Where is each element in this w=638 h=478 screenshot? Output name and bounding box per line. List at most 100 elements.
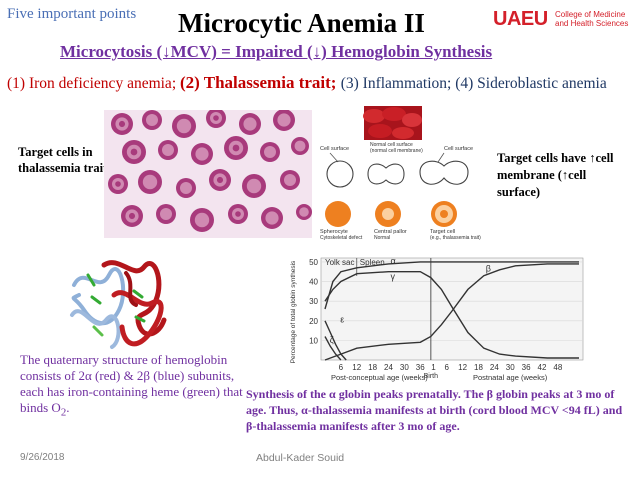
- footer-author: Abdul-Kader Souid: [256, 452, 345, 464]
- rbc-pallor: [246, 178, 262, 194]
- series-label: α: [391, 256, 396, 266]
- x-tick-label-postnatal: 18: [474, 363, 483, 372]
- target-cell-center: [232, 144, 240, 152]
- logo-mark: UAEU: [493, 8, 548, 30]
- x-tick-label-prenatal: 12: [352, 363, 361, 372]
- cause-iron-deficiency: (1) Iron deficiency anemia;: [7, 75, 180, 92]
- x-tick-label-prenatal: 18: [368, 363, 377, 372]
- rbc-pallor: [265, 211, 279, 225]
- rbc-pallor: [264, 146, 276, 158]
- target-cell-center: [235, 211, 241, 217]
- logo-line-1: College of Medicine: [555, 10, 626, 19]
- x-tick-label-prenatal: 36: [416, 363, 425, 372]
- series-label: ζ: [330, 334, 334, 344]
- rbc-pallor: [180, 182, 192, 194]
- x-tick-label-prenatal: 24: [384, 363, 393, 372]
- series-label: ε: [340, 315, 344, 325]
- uaeu-logo: UAEU College of Medicine and Health Scie…: [493, 8, 633, 34]
- target-cell-center: [115, 181, 121, 187]
- rbc-pallor: [284, 174, 296, 186]
- y-tick-label: 10: [309, 336, 318, 345]
- region-spleen: Spleen: [360, 258, 385, 267]
- rbc-pallor: [299, 207, 309, 217]
- globin-synthesis-text: Synthesis of the α globin peaks prenatal…: [246, 387, 623, 433]
- spherocyte: [325, 201, 351, 227]
- target-cell-center: [213, 115, 219, 121]
- diagram-normal-surface: Normal cell surface: [370, 142, 413, 148]
- slide-title: Microcytic Anemia II: [178, 8, 425, 38]
- diagram-normal: Normal: [374, 235, 390, 241]
- target-cell-outline: [419, 160, 469, 185]
- x-tick-label-postnatal: 48: [553, 363, 562, 372]
- x-tick-label-postnatal: 1: [431, 363, 436, 372]
- target-cells-right-label: Target cells have ↑cell membrane (↑cell …: [497, 151, 614, 199]
- x-tick-label-prenatal: 30: [400, 363, 409, 372]
- diagram-spherocyte-note: Cytoskeletal defect: [320, 235, 363, 241]
- series-label: γ: [391, 272, 396, 282]
- rbc-pallor: [194, 212, 210, 228]
- rbc-pallor: [195, 147, 209, 161]
- logo-text: College of Medicine and Health Sciences: [555, 10, 633, 28]
- rbc-pallor: [277, 113, 291, 127]
- normal-cell-outline: [367, 163, 405, 185]
- rbc-pallor: [142, 174, 158, 190]
- chart-x-label-prenatal: Post-conceptual age (weeks): [331, 373, 428, 382]
- rbc-pallor: [146, 114, 158, 126]
- rbc-photo: [363, 106, 422, 140]
- cause-thalassemia: (2) Thalassemia trait;: [180, 73, 341, 92]
- quaternary-subscript: 2: [60, 406, 67, 419]
- region-yolk-sac: Yolk sac: [325, 258, 355, 267]
- series-line: [324, 261, 579, 310]
- diagram-target-cell: Target cell: [430, 229, 455, 235]
- rbc-pallor: [162, 144, 174, 156]
- rbc-pallor: [160, 208, 172, 220]
- x-tick-label-postnatal: 24: [490, 363, 499, 372]
- rbc-pallor: [294, 140, 306, 152]
- logo-line-2: and Health Sciences: [555, 19, 629, 28]
- diagram-spherocyte: Spherocyte: [320, 229, 348, 235]
- corner-label: Five important points: [7, 6, 137, 22]
- x-tick-label-postnatal: 12: [458, 363, 467, 372]
- slide-subtitle: Microcytosis (↓MCV) = Impaired (↓) Hemog…: [60, 42, 493, 61]
- chart-x-label-postnatal: Postnatal age (weeks): [473, 373, 548, 382]
- series-line: [324, 336, 342, 361]
- x-tick-label-postnatal: 30: [506, 363, 515, 372]
- y-tick-label: 20: [309, 317, 318, 326]
- target-cell-center: [216, 176, 224, 184]
- footer-date: 9/26/2018: [20, 452, 65, 463]
- diagram-cell-surface-2: Cell surface: [444, 146, 473, 152]
- quaternary-end: .: [66, 400, 70, 415]
- diagram-cell-surface-1: Cell surface: [320, 146, 349, 152]
- series-line: [324, 320, 347, 361]
- rbc-pallor: [176, 118, 192, 134]
- target-cells-left-label: Target cells in thalassemia trait: [18, 145, 108, 175]
- target-cell-center: [128, 212, 136, 220]
- cell-surface-diagram: Cell surface Normal cell surface (normal…: [316, 106, 494, 242]
- chart-birth-label: Birth: [424, 373, 439, 380]
- series-label: β: [486, 264, 491, 274]
- causes-list: (1) Iron deficiency anemia; (2) Thalasse…: [7, 73, 607, 93]
- target-cell-center: [118, 120, 126, 128]
- y-tick-label: 30: [309, 297, 318, 306]
- cause-other: (3) Inflammation; (4) Sideroblastic anem…: [340, 75, 607, 92]
- target-cell-center: [130, 148, 138, 156]
- sphere-outline: [326, 160, 354, 188]
- diagram-normal-membrane: (normal cell membrane): [370, 148, 423, 154]
- chart-y-label: Percentage of total globin synthesis: [290, 260, 297, 363]
- diagram-target-note: (e.g., thalassemia trait): [430, 235, 481, 241]
- x-tick-label-prenatal: 6: [339, 363, 344, 372]
- rbc-pallor: [243, 117, 257, 131]
- y-tick-label: 50: [309, 258, 318, 267]
- x-tick-label-postnatal: 36: [522, 363, 531, 372]
- diagram-central-pallor: Central pallor: [374, 229, 407, 235]
- x-tick-label-postnatal: 6: [444, 363, 449, 372]
- y-tick-label: 40: [309, 278, 318, 287]
- quaternary-structure-text: The quaternary structure of hemoglobin c…: [20, 352, 252, 421]
- quaternary-body: The quaternary structure of hemoglobin c…: [20, 352, 243, 415]
- series-line: [324, 271, 579, 359]
- series-line: [324, 263, 579, 361]
- hemoglobin-structure-image: [70, 260, 167, 349]
- x-tick-label-postnatal: 42: [538, 363, 547, 372]
- blood-smear-image: [104, 110, 312, 238]
